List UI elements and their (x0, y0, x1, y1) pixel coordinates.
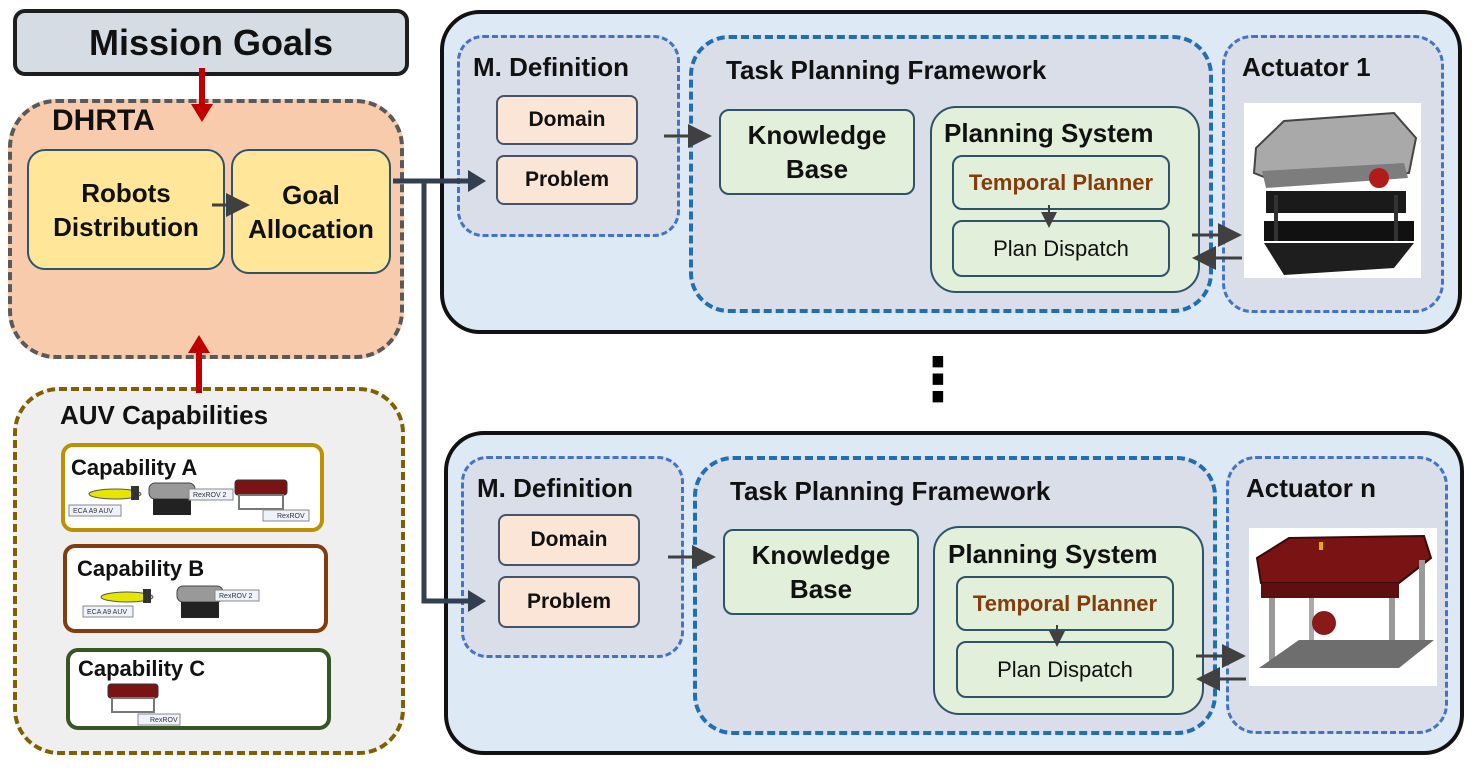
rov2-label-box (188, 488, 234, 501)
rov-red-icon (1255, 534, 1434, 668)
problem-box-1: Problem (496, 155, 638, 205)
actuator-1-title: Actuator 1 (1242, 52, 1371, 82)
domain-label-1: Domain (528, 108, 606, 131)
goal-allocation-box: Goal Allocation (231, 149, 391, 274)
mission-goals-box: Mission Goals (13, 9, 409, 76)
m-definition-n-title: M. Definition (477, 473, 633, 503)
temporal-planner-box-1: Temporal Planner (952, 155, 1170, 210)
capability-a-vehicles: ECA A9 AUV RexROV 2 RexROV (68, 479, 310, 522)
problem-label-n: Problem (526, 590, 612, 613)
robots-distribution-box: Robots Distribution (27, 149, 225, 270)
rov2-label-box (214, 589, 260, 602)
problem-box-n: Problem (498, 576, 640, 628)
robots-distribution-label: Robots Distribution (53, 177, 199, 242)
plan-dispatch-label-1: Plan Dispatch (993, 235, 1129, 261)
capability-b-vehicles: ECA A9 AUV RexROV 2 (82, 585, 260, 618)
knowledge-base-box-n: Knowledge Base (723, 529, 919, 615)
actuator-n-title: Actuator n (1246, 473, 1376, 503)
mission-goals-label: Mission Goals (88, 21, 334, 63)
capability-c-vehicles: RexROV (107, 683, 181, 726)
torpedo-auv-icon (100, 589, 154, 603)
planning-system-1-title: Planning System (944, 118, 1154, 148)
problem-label-1: Problem (524, 168, 610, 191)
rov-gray-icon (1252, 111, 1418, 275)
arrow-mission-to-dhrta (191, 68, 213, 122)
dhrta-title: DHRTA (52, 104, 155, 137)
ellipsis-label: ⋮ (908, 346, 968, 413)
capability-a-box: Capability A ECA A9 AUV RexROV 2 RexROV (61, 443, 324, 532)
auv-label-box (68, 504, 122, 517)
rov-label-box (137, 713, 181, 726)
rov-gray-icon (176, 585, 224, 618)
knowledge-base-label-n: Knowledge Base (751, 540, 891, 604)
torpedo-auv-icon (88, 486, 142, 500)
rov-red-icon (234, 479, 288, 510)
vehicle-label-rov2: RexROV 2 (193, 492, 227, 499)
domain-label-n: Domain (530, 528, 608, 551)
capability-b-title: Capability B (77, 556, 205, 581)
m-definition-1-title: M. Definition (473, 52, 629, 82)
goal-allocation-label: Goal Allocation (248, 179, 374, 244)
auv-label-box (82, 605, 134, 618)
plan-dispatch-box-n: Plan Dispatch (956, 641, 1174, 698)
vehicle-label-auv: ECA A9 AUV (87, 609, 127, 616)
auv-capabilities-title: AUV Capabilities (60, 400, 269, 430)
plan-dispatch-box-1: Plan Dispatch (952, 220, 1170, 277)
capability-b-box: Capability B ECA A9 AUV RexROV 2 (63, 544, 328, 633)
capability-a-title: Capability A (71, 455, 198, 480)
rov-label-box (262, 509, 310, 522)
actuator-1-vehicle-image (1244, 103, 1421, 278)
rov-gray-icon (148, 482, 196, 515)
vehicle-label-auv: ECA A9 AUV (73, 508, 113, 515)
vehicle-label-rov: RexROV (150, 717, 178, 724)
capability-c-box: Capability C RexROV (66, 648, 331, 730)
rov-red-icon (107, 683, 159, 713)
temporal-planner-label-1: Temporal Planner (968, 169, 1154, 195)
ellipsis-dots: ⋮ (908, 346, 968, 413)
actuator-n-vehicle-image (1249, 528, 1437, 686)
vehicle-label-rov2: RexROV 2 (219, 593, 253, 600)
task-planning-framework-1-title: Task Planning Framework (726, 55, 1047, 85)
plan-dispatch-label-n: Plan Dispatch (997, 656, 1133, 682)
domain-box-n: Domain (498, 514, 640, 566)
arrow-capabilities-to-dhrta (188, 335, 210, 393)
capability-c-title: Capability C (78, 656, 206, 681)
task-planning-framework-n-title: Task Planning Framework (730, 476, 1051, 506)
domain-box-1: Domain (496, 95, 638, 145)
arrow-allocation-to-problems (393, 178, 470, 604)
planning-system-n-title: Planning System (948, 539, 1158, 569)
vehicle-label-rov: RexROV (277, 513, 305, 520)
temporal-planner-box-n: Temporal Planner (956, 576, 1174, 631)
knowledge-base-box-1: Knowledge Base (719, 109, 915, 195)
knowledge-base-label-1: Knowledge Base (747, 120, 887, 184)
temporal-planner-label-n: Temporal Planner (972, 590, 1158, 616)
